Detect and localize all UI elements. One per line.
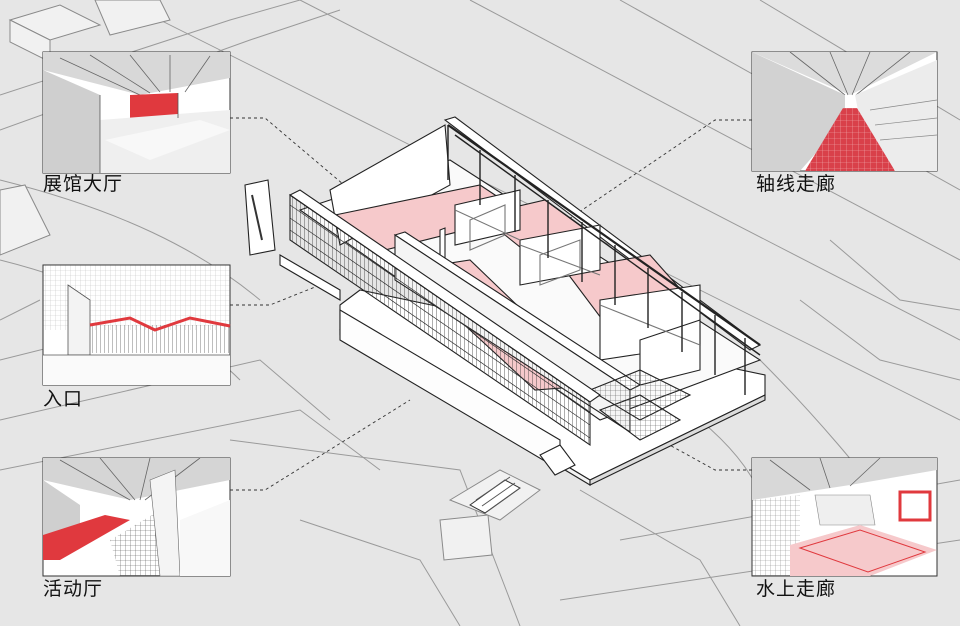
exhibition-hall-view (42, 51, 231, 174)
activity-hall-label: 活动厅 (43, 578, 104, 600)
main-building (244, 116, 766, 486)
leader-lines (230, 117, 752, 491)
axis-corridor-view (751, 51, 938, 172)
entrance-label: 入口 (43, 388, 84, 410)
water-corridor-view (751, 457, 938, 577)
water-corridor-label: 水上走廊 (756, 578, 837, 600)
activity-hall-view (42, 457, 231, 577)
exhibition-hall-label: 展馆大厅 (43, 173, 124, 195)
site-stair (469, 476, 521, 514)
entrance-view (42, 264, 231, 386)
axis-corridor-label: 轴线走廊 (756, 173, 837, 195)
